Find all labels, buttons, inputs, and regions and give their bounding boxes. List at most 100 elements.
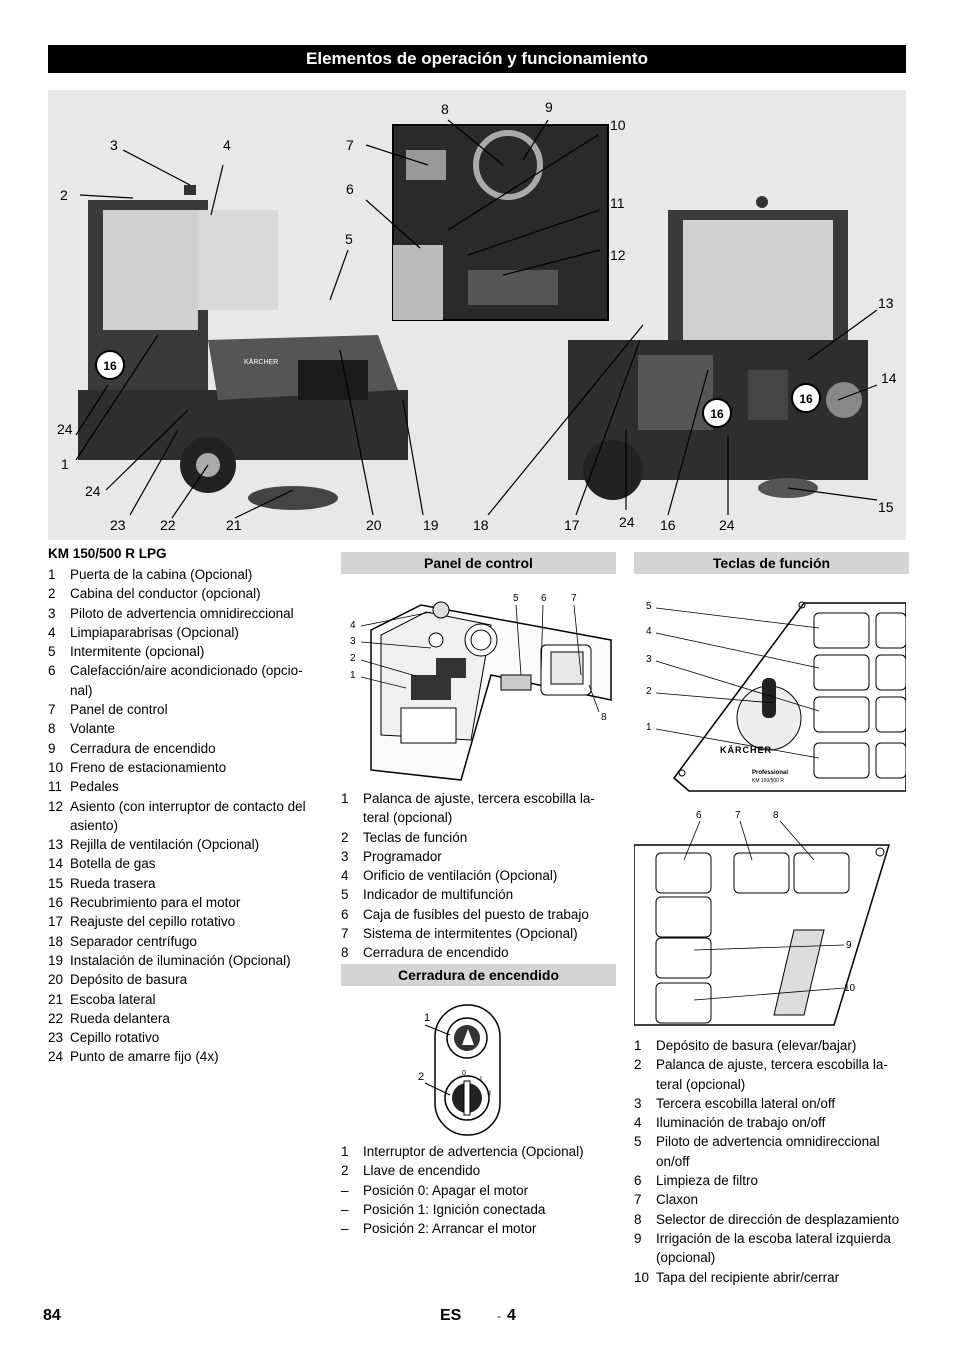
- list-item-text: Intermitente (opcional): [70, 644, 205, 660]
- list-item-text: Interruptor de advertencia (Opcional): [363, 1144, 584, 1159]
- callout-23: 23: [110, 517, 126, 533]
- list-item-number: 11: [48, 779, 63, 795]
- model-title: KM 150/500 R LPG: [48, 546, 167, 561]
- list-item-number: 1: [634, 1038, 642, 1053]
- list-item-text: Rejilla de ventilación (Opcional): [70, 837, 260, 853]
- list-item-number: 4: [48, 624, 56, 640]
- list-item-text: Orificio de ventilación (Opcional): [363, 868, 558, 884]
- list-item-text: nal): [70, 682, 93, 698]
- list-item-text: Asiento (con interruptor de contacto del: [70, 798, 306, 814]
- list-item-text: teral (opcional): [656, 1076, 746, 1092]
- ignition-pos-0: 0: [462, 1070, 466, 1077]
- list-item-number: [341, 808, 363, 827]
- decal-badge: 16: [103, 359, 117, 373]
- list-item-text: Punto de amarre fijo (4x): [70, 1049, 219, 1065]
- function-key-list-item: on/off: [634, 1152, 909, 1171]
- list-item-text: Volante: [70, 721, 116, 737]
- list-item-text: Indicador de multifunción: [363, 887, 514, 903]
- callout-22: 22: [160, 517, 176, 533]
- list-item-text: Tapa del recipiente abrir/cerrar: [656, 1269, 840, 1285]
- list-item-number: –: [341, 1221, 349, 1237]
- list-item-text: Tercera escobilla lateral on/off: [656, 1095, 836, 1111]
- list-item-text: Posición 0: Apagar el motor: [363, 1182, 529, 1198]
- callout-2: 2: [60, 187, 68, 203]
- model-list-item: asiento): [48, 816, 328, 835]
- list-item-number: 16: [48, 895, 64, 911]
- ignition-pos-2: II: [487, 1090, 491, 1097]
- list-item-text: Caja de fusibles del puesto de trabajo: [363, 906, 589, 922]
- list-item-number: 18: [48, 933, 64, 949]
- list-item-text: Panel de control: [70, 702, 168, 718]
- list-item-text: Botella de gas: [70, 856, 156, 872]
- callout-11: 11: [610, 195, 625, 211]
- panel-num-1: 1: [350, 670, 356, 681]
- model-list-item: 13 Rejilla de ventilación (Opcional): [48, 835, 328, 854]
- fk-num-5: 5: [646, 601, 652, 612]
- cabin-interior-inset: [392, 124, 609, 321]
- fk-num-4: 4: [646, 626, 652, 637]
- callout-24-c: 24: [619, 514, 635, 530]
- list-item-text: Limpiaparabrisas (Opcional): [70, 624, 239, 640]
- list-item-text: Programador: [363, 848, 442, 864]
- panel-num-6: 6: [541, 593, 547, 604]
- list-item-text: Freno de estacionamiento: [70, 759, 227, 775]
- list-item-text: teral (opcional): [363, 810, 453, 826]
- model-list-item: nal): [48, 681, 328, 700]
- fk-num-9: 9: [846, 940, 852, 951]
- callout-15: 15: [878, 499, 894, 515]
- language-code: ES: [440, 1307, 462, 1324]
- list-item-text: Teclas de función: [363, 829, 468, 845]
- panel-num-5: 5: [513, 593, 519, 604]
- list-item-number: 6: [634, 1173, 642, 1189]
- callout-20: 20: [366, 517, 382, 533]
- list-item-text: Palanca de ajuste, tercera escobilla la-: [656, 1057, 888, 1073]
- page-number: 84: [43, 1307, 61, 1324]
- list-item-text: Posición 1: Ignición conectada: [363, 1201, 546, 1217]
- callout-1: 1: [61, 456, 69, 472]
- list-item-number: 2: [48, 586, 56, 602]
- callout-14: 14: [881, 370, 897, 386]
- list-item-text: Puerta de la cabina (Opcional): [70, 567, 253, 582]
- list-item-number: 7: [341, 926, 349, 942]
- list-item-number: 6: [48, 663, 56, 679]
- ignition-pos-1: I: [480, 1076, 482, 1083]
- decal-badge-rear-1: 16: [710, 407, 724, 421]
- ignition-section-title: Cerradura de encendido: [341, 964, 616, 986]
- callout-3: 3: [110, 137, 118, 153]
- list-item-text: Posición 2: Arrancar el motor: [363, 1221, 537, 1237]
- panel-num-8: 8: [601, 712, 607, 723]
- list-item-number: [48, 816, 70, 835]
- list-item-text: Cerradura de encendido: [363, 945, 509, 961]
- list-item-number: 4: [634, 1115, 642, 1131]
- ignition-num-1: 1: [424, 1012, 431, 1024]
- list-item-number: [48, 681, 70, 700]
- function-keys-section-title: Teclas de función: [634, 552, 909, 574]
- function-key-list-item: 1 Depósito de basura (elevar/bajar): [634, 1036, 909, 1055]
- list-item-number: 13: [48, 837, 64, 853]
- callout-13: 13: [878, 295, 894, 311]
- callout-10: 10: [610, 117, 626, 133]
- page-title: Elementos de operación y funcionamiento: [48, 45, 906, 73]
- ignition-num-2: 2: [418, 1071, 425, 1083]
- list-item-text: Depósito de basura (elevar/bajar): [656, 1038, 857, 1053]
- callout-24-b: 24: [85, 483, 101, 499]
- list-item-number: 19: [48, 952, 64, 968]
